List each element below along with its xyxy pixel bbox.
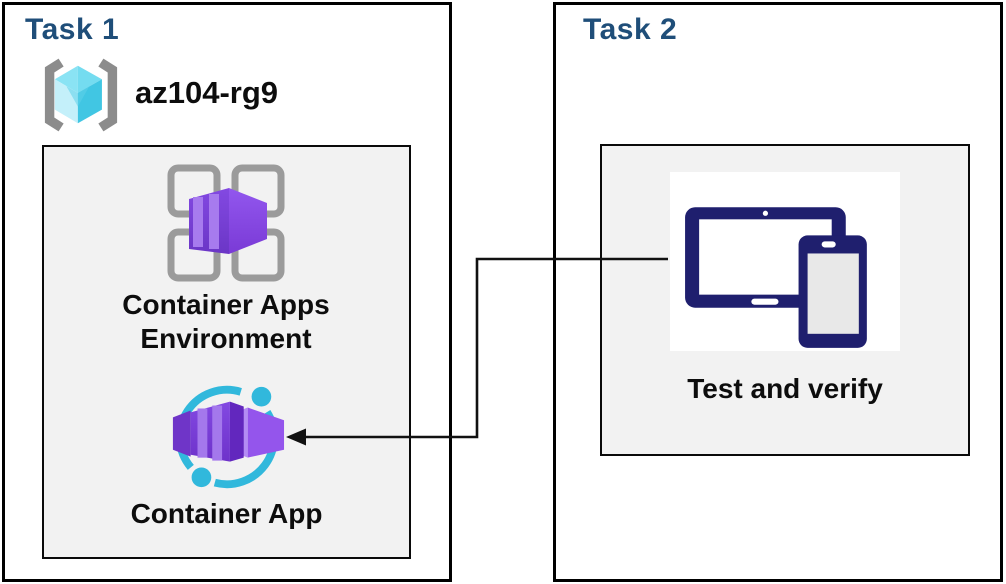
resource-group-icon	[44, 58, 118, 132]
task1-title: Task 1	[25, 13, 120, 46]
resource-group-name: az104-rg9	[135, 75, 279, 110]
devices-icon-background	[670, 172, 900, 351]
task1-inner-panel: Container Apps Environment	[42, 145, 411, 559]
task2-panel: Task 2 Test and verify	[553, 2, 1003, 582]
devices-icon	[685, 207, 867, 348]
container-app-icon	[172, 385, 285, 489]
task2-title: Task 2	[583, 13, 678, 46]
container-apps-environment-icon	[167, 164, 285, 282]
environment-label: Container Apps Environment	[122, 289, 330, 354]
app-label: Container App	[130, 498, 323, 529]
task2-inner-panel: Test and verify	[600, 144, 970, 456]
test-label: Test and verify	[687, 373, 883, 404]
task1-panel: Task 1 az104-rg9	[2, 2, 452, 582]
